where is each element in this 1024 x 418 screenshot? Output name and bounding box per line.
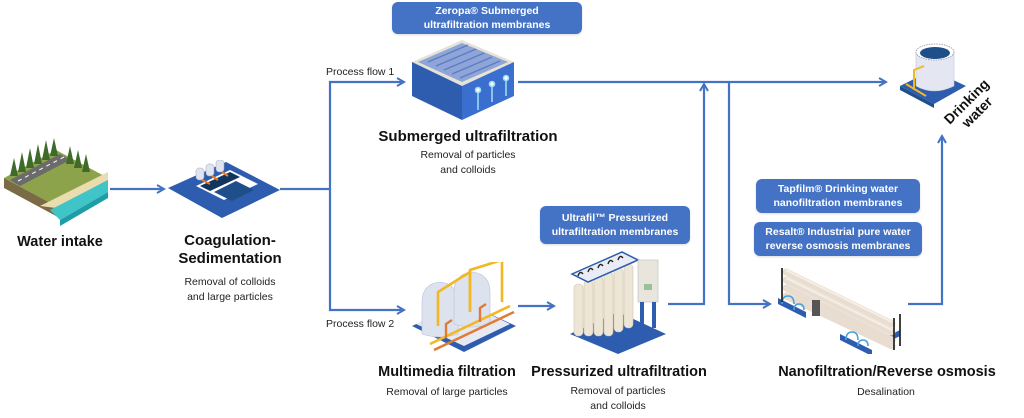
river-landscape-icon [4, 138, 108, 226]
stage-title-submerged-uf: Submerged ultrafiltration [378, 128, 558, 145]
badge-zeropa-membranes: Zeropa® Submerged ultrafiltration membra… [392, 2, 582, 34]
arrow-nf-ro-to-drinking [908, 136, 942, 306]
stage-title-line: Sedimentation [178, 250, 282, 267]
stage-title-multimedia: Multimedia filtration [378, 364, 516, 380]
stage-title-water-intake: Water intake [17, 234, 103, 250]
badge-line: reverse osmosis membranes [765, 240, 911, 252]
stage-desc-line: and large particles [187, 291, 273, 303]
water-storage-tank-icon [900, 43, 966, 108]
arrow-process-flow-2 [328, 189, 404, 310]
stage-title-coagulation: Coagulation- Sedimentation [170, 232, 290, 268]
badge-line: Ultrafil™ Pressurized [561, 212, 669, 224]
badge-resalt-membranes: Resalt® Industrial pure water reverse os… [754, 222, 922, 256]
badge-line: Resalt® Industrial pure water [765, 226, 911, 238]
stage-desc-line: Removal of particles [420, 149, 516, 161]
badge-tapfilm-membranes: Tapfilm® Drinking water nanofiltration m… [756, 179, 920, 213]
reverse-osmosis-rack-icon [778, 268, 901, 354]
stage-title-line: Coagulation- [184, 232, 276, 249]
stage-desc-line: and colloids [440, 164, 496, 176]
stage-title-pressurized-uf: Pressurized ultrafiltration [531, 364, 707, 380]
sedimentation-tank-icon [168, 160, 280, 218]
submerged-membrane-tank-icon [412, 40, 514, 120]
stage-desc-line: and colloids [590, 400, 646, 412]
stage-desc-submerged-uf: Removal of particles and colloids [398, 148, 538, 178]
pressurized-uf-rack-icon [570, 251, 666, 354]
arrow-process-flow-1 [328, 82, 404, 189]
stage-desc-coagulation: Removal of colloids and large particles [170, 275, 290, 305]
flow-label-process-flow-1: Process flow 1 [326, 66, 395, 78]
stage-desc-multimedia: Removal of large particles [386, 386, 508, 398]
badge-line: ultrafiltration membranes [423, 19, 551, 31]
arrow-branch-to-nf-ro [727, 82, 770, 304]
stage-desc-line: Removal of particles [570, 385, 666, 397]
stage-desc-line: Removal of colloids [184, 276, 276, 288]
multimedia-filter-tanks-icon [412, 262, 516, 352]
stage-title-nf-ro: Nanofiltration/Reverse osmosis [778, 364, 996, 380]
stage-desc-pressurized-uf: Removal of particles and colloids [548, 384, 688, 414]
badge-line: Zeropa® Submerged [435, 5, 539, 17]
flow-label-process-flow-2: Process flow 2 [326, 318, 395, 330]
badge-ultrafil-membranes: Ultrafil™ Pressurized ultrafiltration me… [540, 206, 690, 244]
badge-line: nanofiltration membranes [773, 197, 903, 209]
badge-line: ultrafiltration membranes [551, 226, 679, 238]
stage-desc-nf-ro: Desalination [857, 386, 915, 398]
arrow-pressurized-up [668, 84, 704, 306]
badge-line: Tapfilm® Drinking water [777, 183, 899, 195]
